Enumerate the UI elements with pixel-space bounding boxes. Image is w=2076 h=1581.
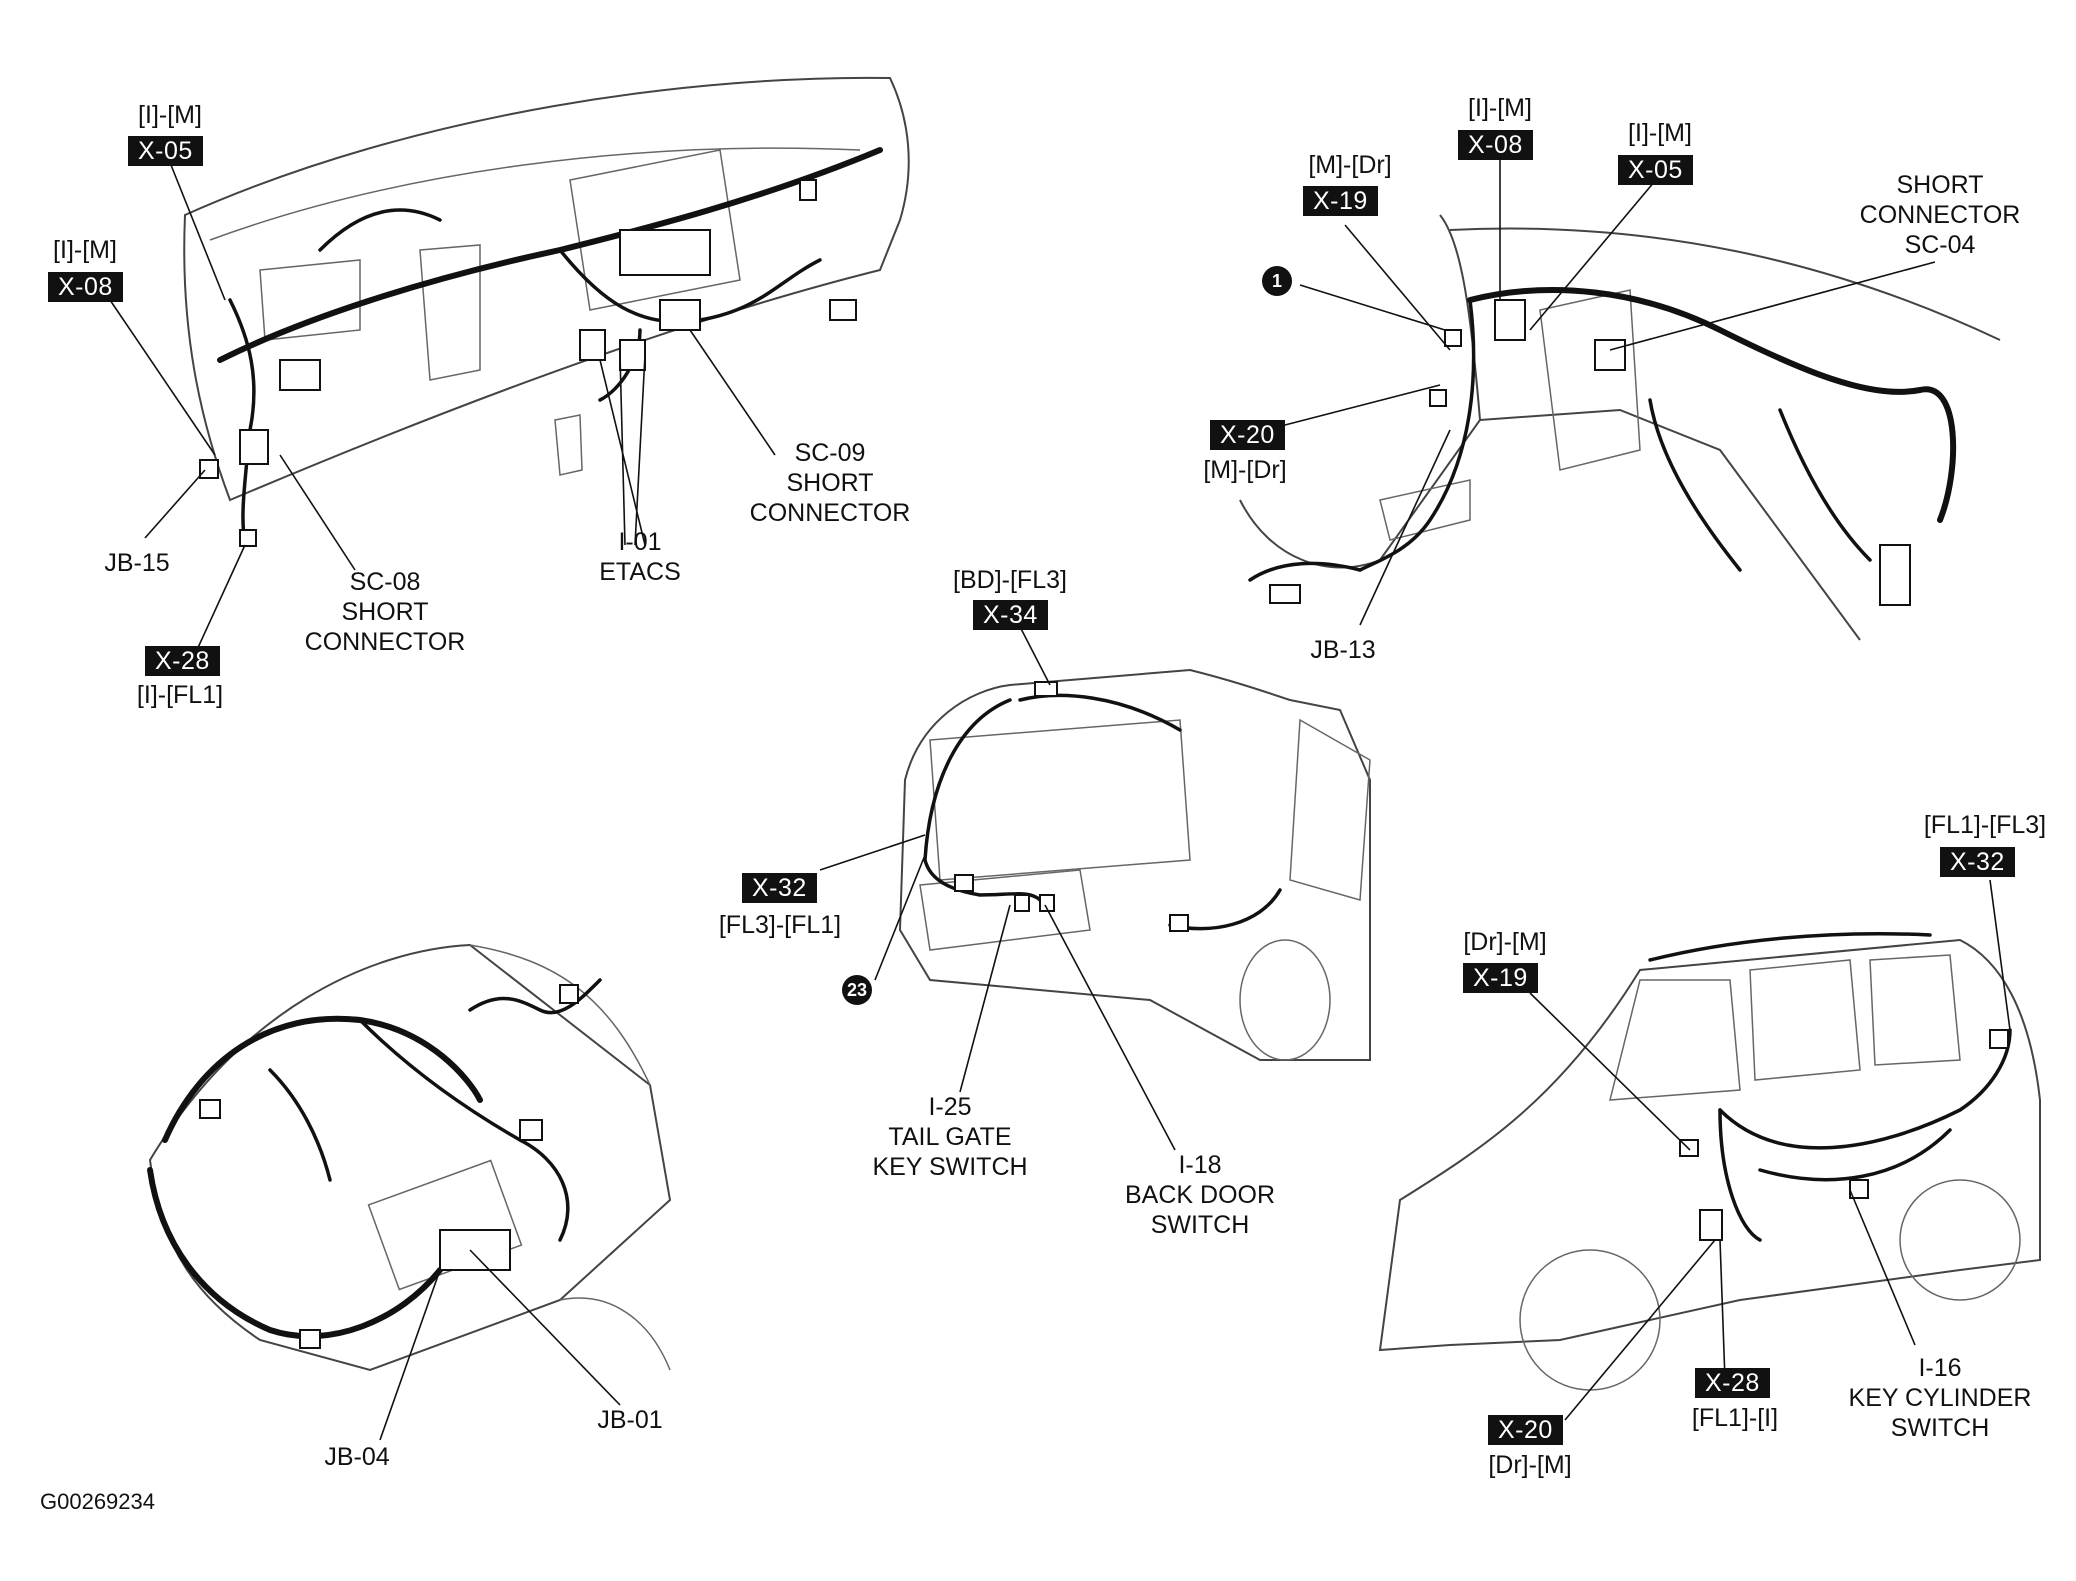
engine-jb04-label: JB-04 — [324, 1443, 390, 1471]
dash-i01-label: I-01 ETACS — [599, 528, 681, 586]
floor-jb13-label: JB-13 — [1310, 636, 1376, 664]
floor-x19-route: [M]-[Dr] — [1308, 151, 1392, 179]
floor-view — [1239, 160, 2001, 641]
tailgate-x32-tag: X-32 — [742, 873, 817, 903]
dash-x28-tag: X-28 — [145, 646, 220, 676]
floor-x20-route: [M]-[Dr] — [1203, 456, 1287, 484]
floor-x20-tag: X-20 — [1210, 420, 1285, 450]
tailgate-x34-route: [BD]-[FL3] — [953, 566, 1067, 594]
tailgate-x32-route: [FL3]-[FL1] — [718, 911, 842, 939]
side-x20-tag: X-20 — [1488, 1415, 1563, 1445]
engine-jb01-label: JB-01 — [597, 1406, 663, 1434]
floor-x08-route: [I]-[M] — [1468, 94, 1532, 122]
dash-x05-route: [I]-[M] — [138, 101, 202, 129]
floor-sc04-label: SHORT CONNECTOR SC-04 — [1859, 171, 2021, 259]
floor-x05-tag: X-05 — [1618, 155, 1693, 185]
dash-jb15-label: JB-15 — [104, 549, 170, 577]
floor-marker-1: 1 — [1262, 266, 1292, 296]
side-i16-label: I-16 KEY CYLINDER SWITCH — [1848, 1354, 2032, 1442]
tailgate-marker-23: 23 — [842, 975, 872, 1005]
side-x32-route: [FL1]-[FL3] — [1923, 811, 2047, 839]
side-x19-route: [Dr]-[M] — [1463, 928, 1547, 956]
side-x28-route: [FL1]-[I] — [1691, 1404, 1779, 1432]
figure-id: G00269234 — [40, 1489, 155, 1514]
tailgate-i25-label: I-25 TAIL GATE KEY SWITCH — [872, 1093, 1028, 1181]
dash-sc08-label: SC-08 SHORT CONNECTOR — [304, 568, 466, 656]
dash-x05-tag: X-05 — [128, 136, 203, 166]
side-view — [1378, 879, 2041, 1421]
side-x28-tag: X-28 — [1695, 1368, 1770, 1398]
tailgate-x34-tag: X-34 — [973, 600, 1048, 630]
dash-sc09-label: SC-09 SHORT CONNECTOR — [749, 439, 911, 527]
dash-x28-route: [I]-[FL1] — [136, 681, 224, 709]
side-x32-tag: X-32 — [1940, 847, 2015, 877]
floor-x08-tag: X-08 — [1458, 130, 1533, 160]
tailgate-view — [819, 616, 1371, 1151]
dash-x08-tag: X-08 — [48, 272, 123, 302]
side-x19-tag: X-19 — [1463, 963, 1538, 993]
dash-x08-route: [I]-[M] — [53, 236, 117, 264]
dashboard-view — [109, 76, 910, 653]
tailgate-i18-label: I-18 BACK DOOR SWITCH — [1124, 1151, 1276, 1239]
engine-view — [147, 943, 672, 1441]
side-x20-route: [Dr]-[M] — [1488, 1451, 1572, 1479]
floor-x05-route: [I]-[M] — [1628, 119, 1692, 147]
floor-x19-tag: X-19 — [1303, 186, 1378, 216]
